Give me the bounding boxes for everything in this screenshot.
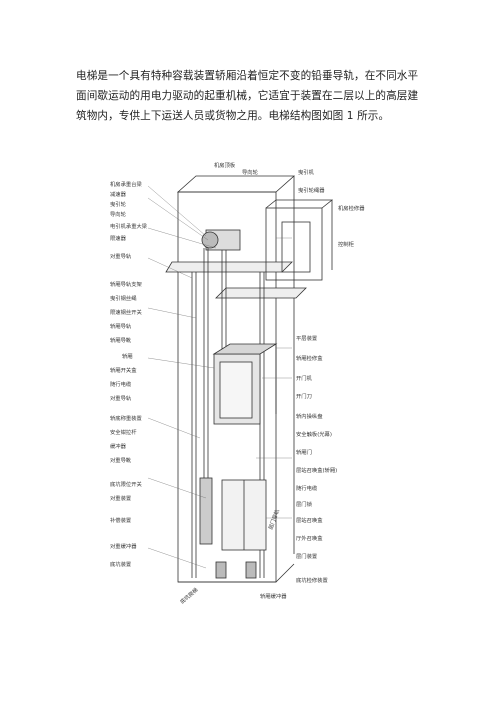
right-label: 开门机 (296, 374, 313, 382)
leader-lines (147, 185, 292, 569)
car-door (219, 361, 253, 419)
right-label: 轿内操纵盘 (296, 412, 323, 420)
right-labels: 平层装置 轿厢检修盒 开门机 开门刀 轿内操纵盘 安全触板(光幕) 轿厢门 层站… (296, 334, 337, 584)
left-label: 减速器 (110, 190, 127, 198)
right-label: 开门刀 (296, 392, 312, 400)
top-label: 机房检修器 (338, 204, 365, 212)
left-label: 安全钳拉杆 (110, 428, 137, 436)
left-label: 轿厢导轨 (110, 322, 132, 330)
top-label: 曳引轮绳器 (298, 186, 325, 194)
elevator-structure-figure: 机房顶板 导向轮 曳引机 曳引轮绳器 机房检修器 控制柜 机房承重台梁 减速器 … (96, 158, 396, 618)
left-label: 轿厢开关盒 (110, 366, 137, 374)
left-label: 底坑装置 (110, 560, 131, 568)
left-label: 底坑限位开关 (110, 480, 142, 488)
right-label: 平层装置 (296, 334, 317, 342)
left-label: 机房承重台梁 (110, 180, 142, 188)
right-label: 轿厢门 (296, 448, 312, 456)
left-label: 轿厢导轨支架 (110, 280, 142, 288)
buffer (215, 561, 227, 579)
left-label: 轿厢 (122, 352, 133, 360)
left-label: 曳引轮 (110, 200, 127, 208)
left-label: 对重导轨 (110, 252, 132, 260)
left-label: 电引机承重大梁 (110, 222, 148, 230)
intro-paragraph: 电梯是一个具有特种容载装置轿厢沿着恒定不变的铅垂导轨，在不同水平面间歇运动的用电… (76, 70, 419, 122)
control-cabinet (281, 221, 311, 273)
top-label: 机房顶板 (214, 161, 236, 169)
left-label: 导向轮 (110, 210, 127, 218)
left-label: 限速钢丝开关 (110, 308, 142, 316)
left-label: 轿底称重装置 (110, 414, 142, 422)
elevator-diagram: 机房顶板 导向轮 曳引机 曳引轮绳器 机房检修器 控制柜 机房承重台梁 减速器 … (110, 161, 365, 606)
platform (215, 287, 307, 299)
top-label: 导向轮 (242, 168, 259, 176)
right-label: 层门装置 (296, 552, 317, 560)
top-label: 曳引机 (298, 168, 315, 176)
left-label: 对重装置 (110, 494, 131, 502)
left-label: 限速器 (110, 234, 127, 242)
bottom-label: 底坑爬梯 (178, 585, 200, 605)
right-label: 随行电缆 (296, 484, 318, 492)
bottom-label: 层门导轨 (266, 507, 281, 530)
bottom-label: 轿厢缓冲器 (260, 592, 287, 600)
left-label: 轿厢导靴 (110, 336, 132, 344)
right-label: 层门锁 (296, 500, 313, 508)
top-label: 控制柜 (338, 240, 355, 248)
left-labels: 机房承重台梁 减速器 曳引轮 导向轮 电引机承重大梁 限速器 对重导轨 轿厢导轨… (110, 180, 148, 568)
right-label: 轿厢检修盒 (296, 354, 323, 362)
right-label: 底坑检修装置 (296, 576, 328, 584)
left-label: 曳引钢丝绳 (110, 294, 137, 302)
control-room (265, 207, 323, 281)
left-label: 缓冲器 (110, 442, 127, 450)
left-label: 随行电缆 (110, 380, 132, 388)
left-label: 对重导轨 (110, 394, 132, 402)
left-label: 对重导靴 (110, 456, 132, 464)
right-label: 厅外召唤盒 (296, 534, 323, 542)
right-label: 层站召唤盒(轿厢) (296, 466, 337, 474)
right-label: 安全触板(光幕) (296, 430, 332, 438)
counterweight (199, 477, 213, 545)
left-label: 补偿装置 (110, 516, 131, 524)
left-label: 对重缓冲器 (110, 542, 137, 550)
top-labels: 机房顶板 导向轮 曳引机 曳引轮绳器 机房检修器 控制柜 (214, 161, 365, 248)
machine-room-floor (165, 261, 293, 273)
right-label: 层站召唤盒 (296, 516, 323, 524)
shaft-top (176, 175, 296, 193)
